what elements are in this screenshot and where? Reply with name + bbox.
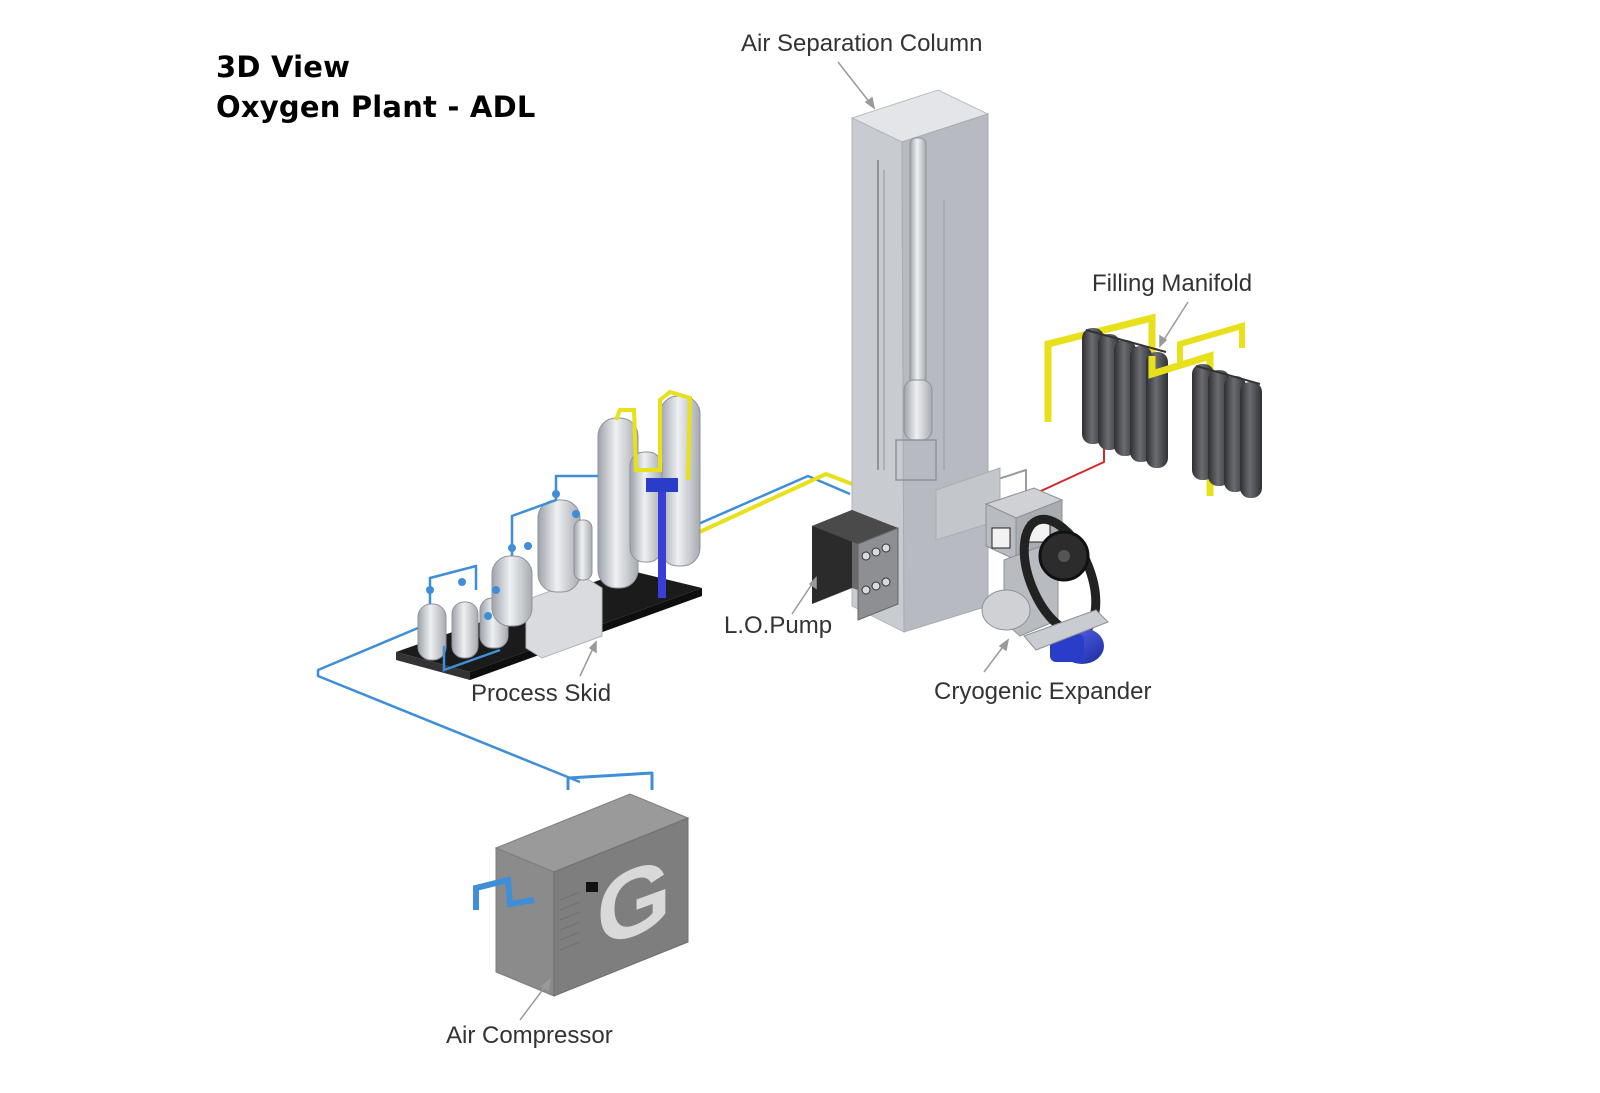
air-separation-column <box>850 89 1001 633</box>
process-skid <box>396 389 702 680</box>
lo-pump <box>812 510 899 621</box>
oxygen-pipe-skid-to-column <box>681 472 853 542</box>
air-compressor: G <box>473 793 690 997</box>
air-pipe-skid-to-column <box>679 474 851 534</box>
pump-gauges <box>861 543 891 595</box>
page-title-line-1: 3D View <box>216 50 351 84</box>
label-filling-manifold: Filling Manifold <box>1092 270 1253 297</box>
filling-manifold <box>1044 313 1262 498</box>
leader-lines <box>519 61 1189 1021</box>
vessel-1 <box>417 603 447 661</box>
vessel-2 <box>451 601 479 659</box>
label-air-separation-column: Air Separation Column <box>741 30 983 57</box>
cryogenic-expander <box>981 487 1109 664</box>
air-pipe-compressor-to-skid <box>316 626 581 784</box>
label-lo-pump: L.O.Pump <box>724 612 833 639</box>
label-cryogenic-expander: Cryogenic Expander <box>934 678 1152 705</box>
vessel-6 <box>573 519 593 581</box>
air-pipe-compressor-top <box>566 771 654 790</box>
label-air-compressor: Air Compressor <box>446 1022 613 1049</box>
page-title-line-2: Oxygen Plant - ADL <box>216 90 536 124</box>
cylinder-bank-1 <box>1082 328 1168 468</box>
label-process-skid: Process Skid <box>471 680 612 707</box>
cylinder-bank-2 <box>1192 364 1262 498</box>
